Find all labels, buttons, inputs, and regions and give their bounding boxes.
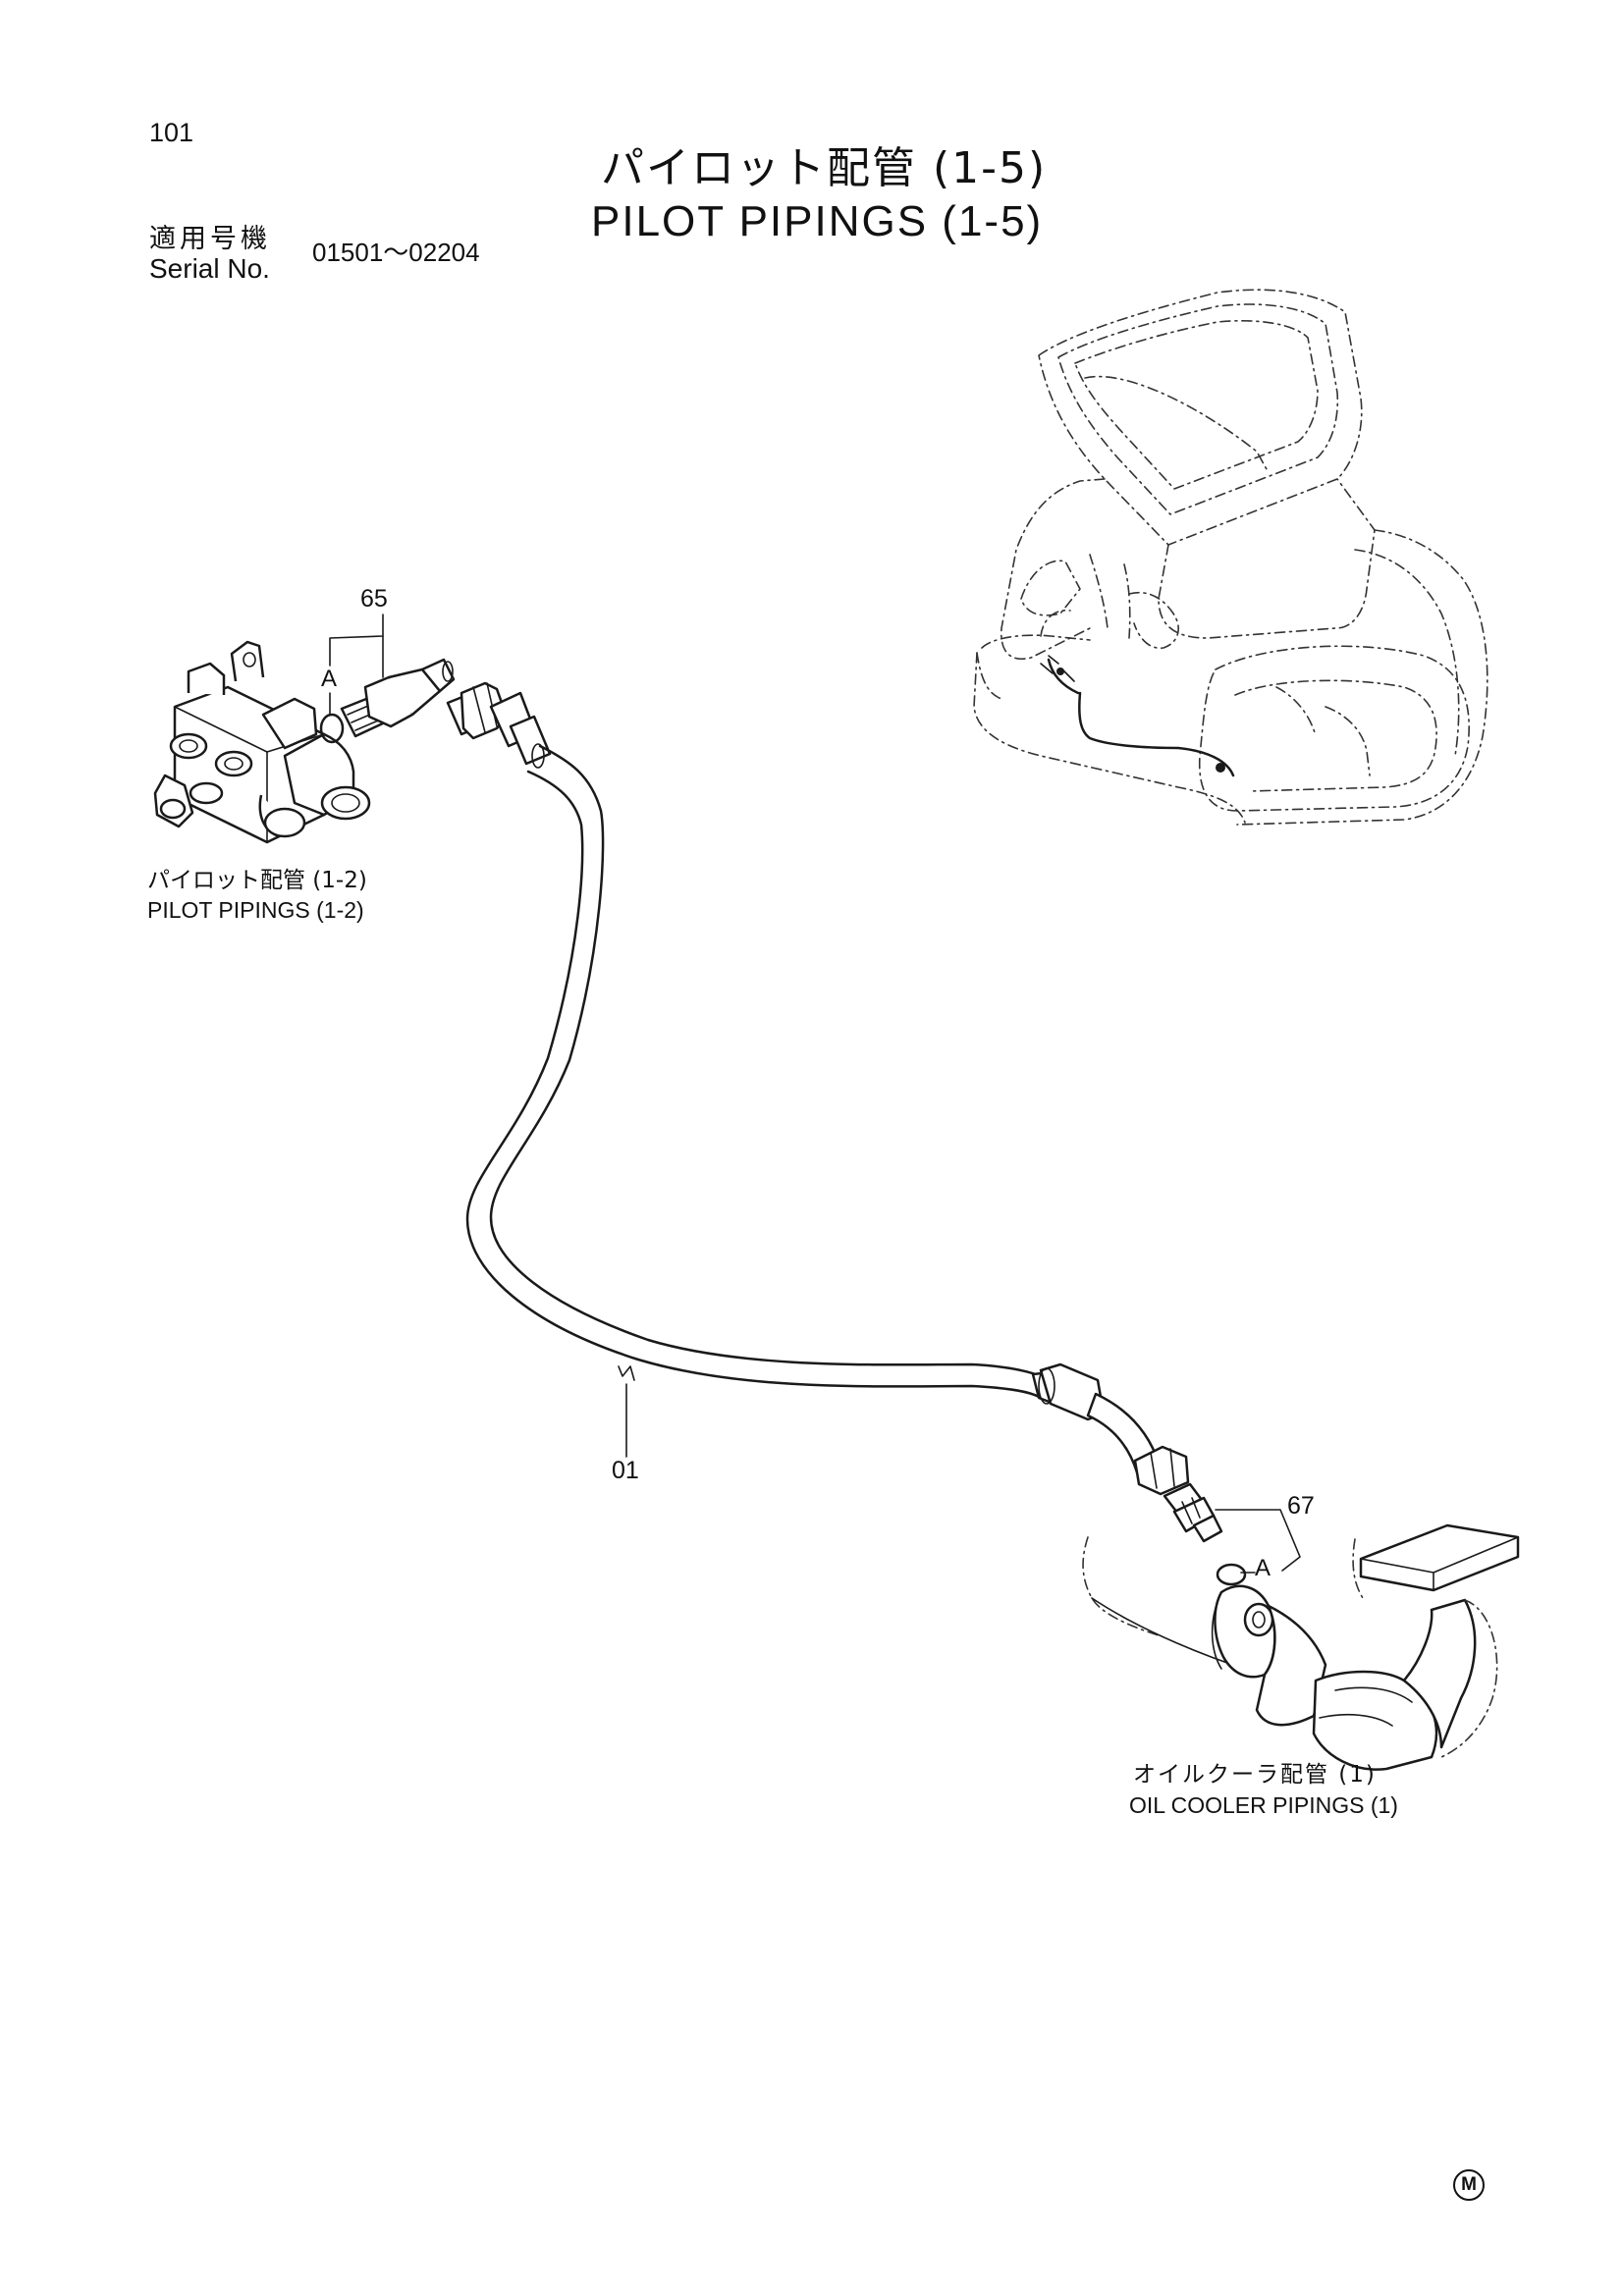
callout-leaders [329,614,1301,1574]
fitting-67-illustration [1163,1482,1223,1543]
callout-oring-right: A [1255,1555,1271,1581]
serial-label-english: Serial No. [149,253,270,284]
callout-hose: 01 [612,1457,639,1484]
page-title-japanese: パイロット配管 (1-5) [601,143,1048,193]
reference-right-japanese: オイルクーラ配管 (1) [1133,1762,1377,1788]
callout-fitting-left: 65 [360,585,388,613]
o-ring-right [1216,1563,1247,1586]
serial-label-japanese: 適用号機 [149,224,271,254]
reference-left-japanese: パイロット配管 (1-2) [147,868,367,893]
reference-right-english: OIL COOLER PIPINGS (1) [1129,1792,1398,1818]
callout-oring-left: A [321,666,338,692]
hose-01-illustration [446,681,1190,1496]
machine-overview-illustration [973,289,1488,826]
oil-cooler-piping-illustration [1082,1523,1520,1771]
page-number: 101 [149,118,194,147]
page-title-english: PILOT PIPINGS (1-5) [591,197,1044,245]
callout-fitting-right: 67 [1287,1492,1315,1520]
m-circle-mark: M [1453,2169,1485,2201]
pilot-valve-block-illustration [153,640,371,844]
serial-range: 01501～02204 [312,238,480,267]
fitting-65-illustration [340,658,456,738]
reference-left-english: PILOT PIPINGS (1-2) [147,897,364,923]
o-ring-left [319,713,345,744]
